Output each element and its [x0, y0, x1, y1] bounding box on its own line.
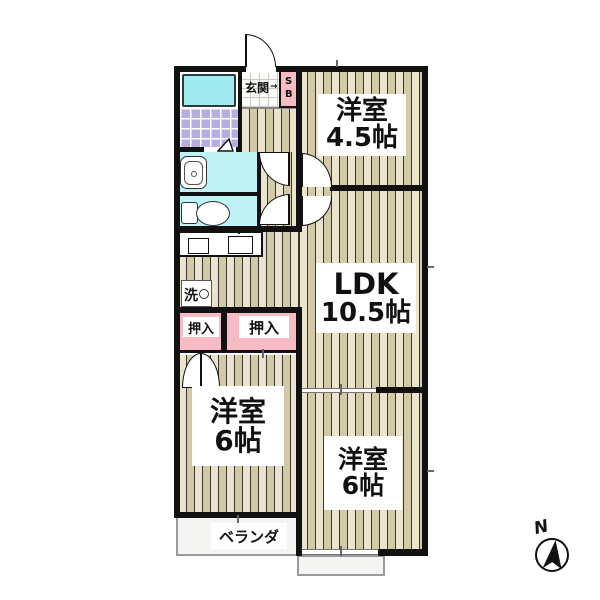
label-veranda-box: ベランダ	[211, 523, 287, 549]
veranda-label: ベランダ	[218, 527, 279, 546]
western-room-left-name: 洋室	[209, 394, 266, 428]
window-bottom-right-room	[299, 549, 378, 555]
entrance-step-line	[241, 107, 299, 109]
washbasin	[180, 156, 207, 189]
bathtub	[182, 74, 236, 107]
wall-main-vertical	[296, 307, 302, 512]
ldk-name: LDK	[333, 267, 399, 302]
closet-right-label: 押入	[248, 318, 279, 337]
compass: N	[532, 516, 569, 572]
floor-hallway-upper	[241, 105, 299, 152]
wall-hall-right	[296, 66, 302, 232]
wall-closet-divider	[221, 311, 225, 352]
window-tick-ldk-right	[427, 266, 434, 268]
entrance-arrow: →	[270, 82, 278, 92]
window-tick-veranda	[237, 515, 239, 523]
western-room-top-size: 4.5帖	[325, 123, 399, 153]
window-tick-balcony	[340, 546, 342, 556]
sliding-ldk-room-right	[302, 388, 376, 393]
window-tick-room-right	[427, 470, 434, 472]
laundry-label: 洗	[184, 288, 198, 304]
toilet-door-arc	[259, 194, 290, 225]
window-tick-sliding	[340, 384, 342, 395]
shoe-box: S B	[279, 70, 299, 108]
label-western-room-top: 洋室 4.5帖	[318, 94, 406, 156]
kitchen-sink	[228, 236, 253, 254]
wall-closet-top	[174, 307, 302, 312]
entrance-label: 玄関	[245, 80, 270, 95]
compass-needle	[542, 540, 562, 570]
closet-right-label-box: 押入	[239, 316, 289, 338]
shoe-box-label-b: B	[285, 89, 293, 100]
balcony-right	[297, 555, 385, 576]
compass-n-label: N	[532, 516, 551, 539]
entrance-opening	[246, 65, 276, 73]
wall-ldk-room-right	[376, 387, 422, 393]
shoe-box-label-s: S	[285, 76, 293, 87]
kitchen-faucet	[238, 230, 240, 234]
label-ldk: LDK 10.5帖	[316, 263, 416, 333]
kitchen-counter	[178, 230, 263, 257]
closet-left-label: 押入	[187, 321, 214, 337]
bathroom-door-triangle	[217, 138, 234, 152]
wall-hall-south	[174, 226, 302, 232]
laundry-faucet-circle	[199, 289, 209, 299]
wall-bottom-right	[378, 549, 428, 556]
western-room-left-size: 6帖	[214, 424, 262, 457]
wall-right	[422, 66, 428, 556]
wall-washroom-right	[257, 152, 261, 226]
window-tick-top	[336, 60, 338, 67]
closet-bottom-line	[178, 350, 299, 353]
western-room-top-name: 洋室	[335, 95, 388, 126]
label-western-room-right: 洋室 6帖	[324, 436, 402, 510]
kitchen-stove	[188, 238, 209, 254]
compass-circle	[535, 538, 569, 572]
closet-door-tick	[262, 349, 264, 358]
closet-left-label-box: 押入	[183, 317, 219, 337]
wall-step-vertical	[296, 512, 302, 556]
toilet-bowl	[196, 201, 230, 226]
bathroom-tile-floor	[180, 108, 238, 147]
label-western-room-left: 洋室 6帖	[192, 386, 284, 466]
ldk-size: 10.5帖	[320, 297, 412, 328]
washbasin-bowl	[184, 161, 203, 185]
wall-left	[174, 66, 180, 518]
western-room-right-name: 洋室	[337, 444, 388, 474]
entrance-door-arc	[245, 34, 276, 67]
western-room-right-size: 6帖	[341, 471, 385, 500]
wall-washroom-bottom	[174, 192, 260, 196]
wall-45-ldk	[330, 185, 422, 191]
entrance-label-row: 玄関→	[245, 79, 279, 95]
laundry-box: 洗	[181, 280, 212, 307]
entrance-tile-floor	[241, 70, 279, 108]
washbasin-drain	[191, 171, 197, 177]
wall-bathroom-right	[238, 66, 242, 152]
